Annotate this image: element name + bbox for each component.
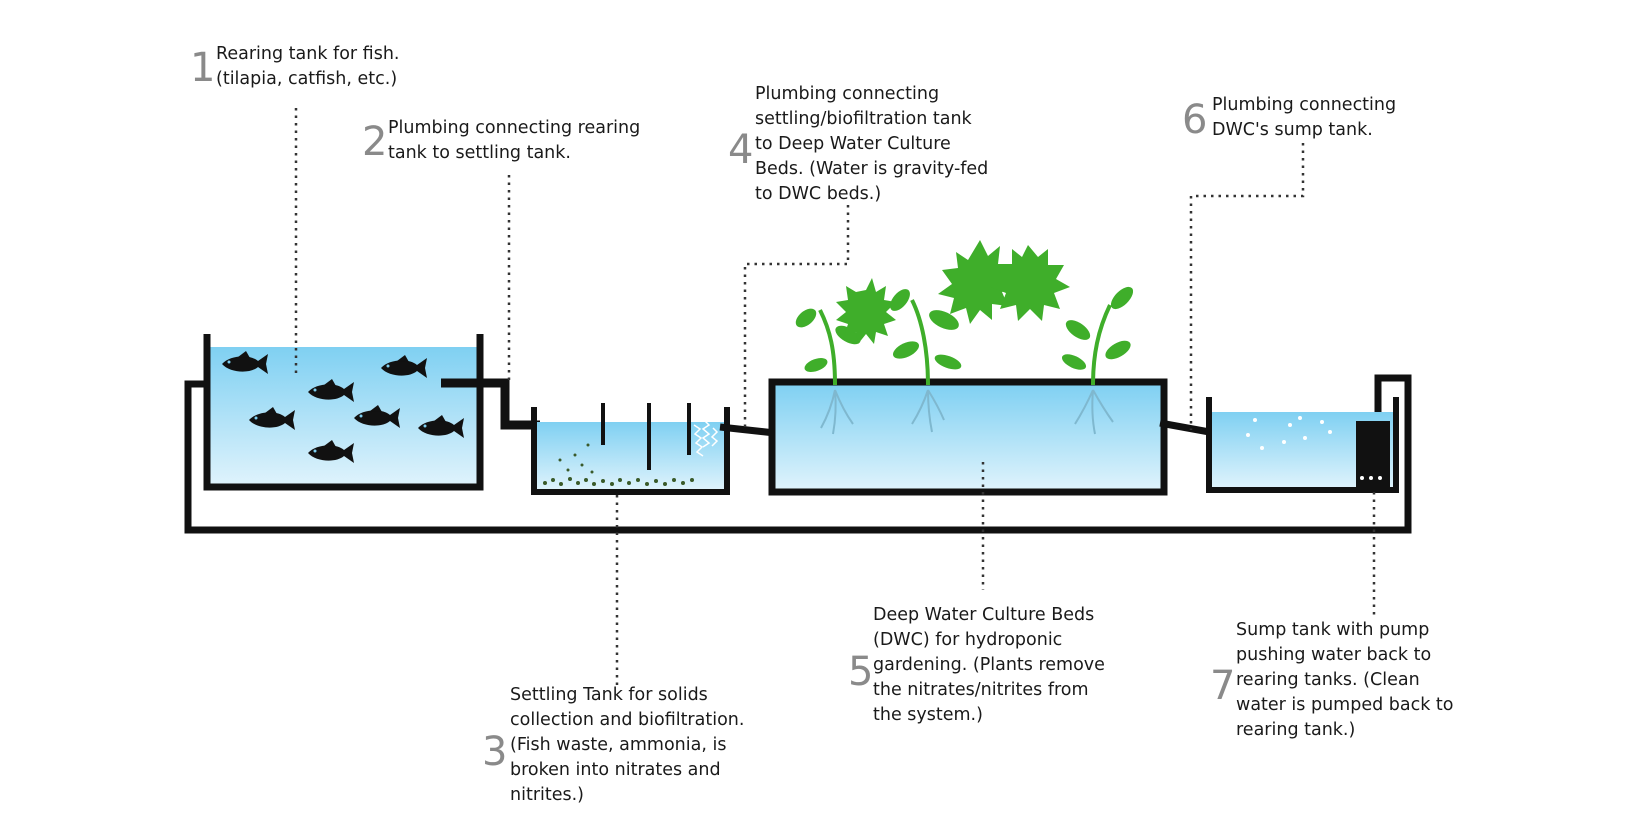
callout-text: Plumbing connecting DWC's sump tank. bbox=[1212, 95, 1397, 140]
callout-text: Sump tank with pump pushing water back t… bbox=[1236, 620, 1454, 740]
settling-tank bbox=[531, 403, 730, 495]
callout-text: Plumbing connecting settling/biofiltrati… bbox=[755, 84, 989, 204]
callout-number: 2 bbox=[362, 119, 388, 165]
leader-lines bbox=[294, 108, 1376, 690]
pump-icon bbox=[1356, 421, 1390, 487]
callout-text: Settling Tank for solids collection and … bbox=[510, 685, 745, 805]
callout-number: 4 bbox=[728, 127, 754, 173]
return-pipe bbox=[184, 374, 1412, 534]
callout-number: 3 bbox=[482, 729, 508, 775]
callout-text: Rearing tank for fish. (tilapia, catfish… bbox=[216, 44, 400, 89]
callout-number: 5 bbox=[848, 649, 874, 695]
pipe-dwc-to-sump bbox=[1159, 419, 1216, 437]
plants bbox=[795, 240, 1134, 386]
sump-tank bbox=[1206, 397, 1399, 493]
dwc-beds bbox=[768, 378, 1168, 496]
callout-number: 7 bbox=[1210, 663, 1236, 709]
callout-text: Deep Water Culture Beds (DWC) for hydrop… bbox=[873, 605, 1105, 725]
callout-text: Plumbing connecting rearing tank to sett… bbox=[388, 118, 641, 163]
callout-number: 6 bbox=[1182, 97, 1208, 143]
pipe-rearing-to-settling bbox=[441, 378, 540, 430]
pipe-settling-to-dwc bbox=[719, 423, 776, 437]
rearing-tank bbox=[203, 334, 484, 491]
callout-number: 1 bbox=[190, 45, 216, 91]
